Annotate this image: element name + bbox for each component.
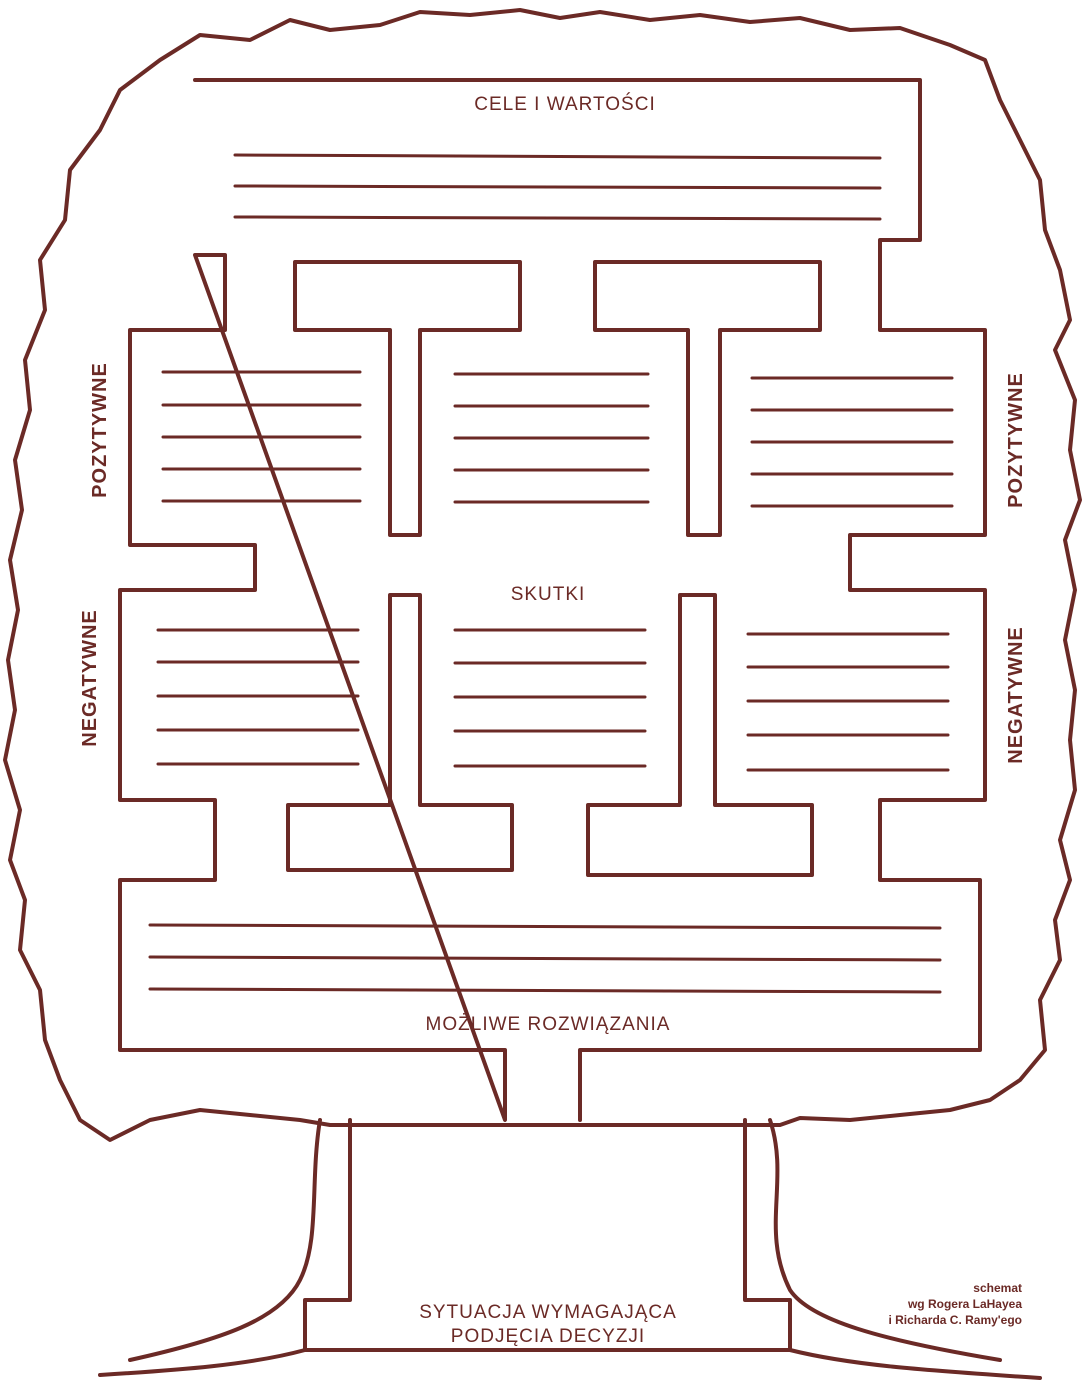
positive-left-lines <box>163 372 360 501</box>
situation-label-line1: SYTUACJA WYMAGAJĄCA <box>419 1302 677 1323</box>
left-negative-label: NEGATYWNE <box>79 609 101 747</box>
credit-line3: i Richarda C. Ramy'ego <box>888 1313 1022 1327</box>
positive-middle-lines <box>455 374 648 502</box>
goals-label: CELE I WARTOŚCI <box>474 93 655 115</box>
negative-middle-lines <box>455 630 645 766</box>
upper-left-t-block <box>295 262 520 535</box>
right-negative-label: NEGATYWNE <box>1005 626 1027 764</box>
situation-label-line2: PODJĘCIA DECYZJI <box>451 1326 645 1347</box>
upper-right-t-block <box>595 262 820 535</box>
credit-line2: wg Rogera LaHayea <box>907 1297 1022 1311</box>
solutions-writing-lines <box>150 925 940 992</box>
left-positive-label: POZYTYWNE <box>89 362 111 498</box>
credit-line1: schemat <box>973 1281 1022 1295</box>
effects-label: SKUTKI <box>511 584 586 605</box>
positive-right-lines <box>752 378 952 506</box>
right-positive-label: POZYTYWNE <box>1005 372 1027 508</box>
negative-right-lines <box>748 634 948 770</box>
solutions-label: MOŻLIWE ROZWIĄZANIA <box>426 1014 671 1035</box>
goals-writing-lines <box>235 155 880 219</box>
negative-left-lines <box>158 630 358 764</box>
